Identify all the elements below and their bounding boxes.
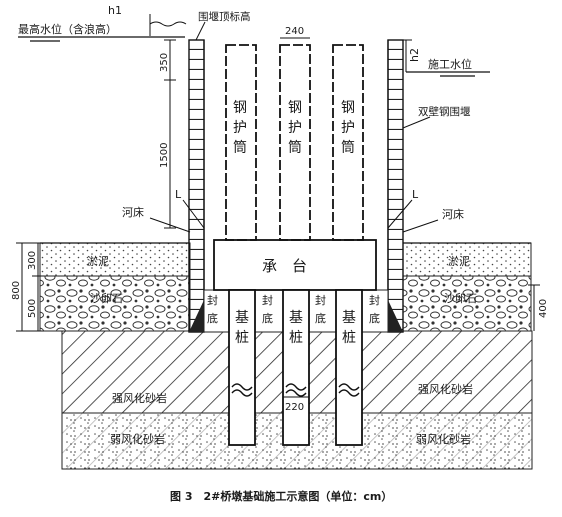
seal-3-char-1: 封 [315,293,326,307]
seal-4-char-2: 底 [369,311,380,325]
casing-left-char-1: 钢 [233,100,247,116]
gravel-layer-right [402,275,532,332]
gravel-layer-left [39,275,191,332]
cofferdam-wall-right [387,39,404,333]
label-double-wall-cofferdam: 双壁钢围堰 [418,105,471,118]
casing-right-char-1: 钢 [341,100,355,116]
label-cap: 承 台 [262,257,307,275]
label-h1: h1 [108,4,122,17]
pile-right [335,289,363,446]
pile-middle [282,289,310,446]
silt-layer-right [402,242,532,277]
label-weak-weathered-left: 弱风化砂岩 [110,432,165,446]
label-h2: h2 [408,48,421,62]
figure-caption: 图 3 2#桥墩基础施工示意图（单位：cm） [170,489,392,503]
label-weak-weathered-right: 弱风化砂岩 [416,432,471,446]
dim-300: 300 [27,251,38,270]
casing-right [332,44,364,241]
pile-left-char-2: 桩 [235,329,249,346]
seal-4-char-1: 封 [369,293,380,307]
cofferdam-wall-left [188,39,205,333]
label-cofferdam-top: 围堰顶标高 [198,10,251,23]
dim-1500: 1500 [159,143,170,168]
dim-500: 500 [27,299,38,318]
pile-left-char-1: 基 [235,309,249,326]
label-construction-water-level: 施工水位 [428,57,472,71]
label-max-water-level: 最高水位（含浪高） [18,22,117,36]
dim-240: 240 [285,26,304,37]
casing-middle-char-2: 护 [288,120,302,136]
dim-220: 220 [285,402,304,413]
pile-middle-char-2: 桩 [289,329,303,346]
label-L-right: L [412,188,419,201]
label-L-left: L [175,188,182,201]
label-riverbed-left: 河床 [122,205,144,219]
casing-middle-char-1: 钢 [288,100,302,116]
casing-middle-char-3: 筒 [288,139,302,156]
seal-2-char-2: 底 [262,311,273,325]
dim-350: 350 [159,53,170,72]
label-silt-right: 淤泥 [448,255,470,268]
seal-3-char-2: 底 [315,311,326,325]
dim-800: 800 [11,281,22,300]
pile-left [228,289,256,446]
casing-left-char-3: 筒 [233,139,247,156]
pile-right-char-1: 基 [342,309,356,326]
pile-middle-char-1: 基 [289,309,303,326]
label-gravel-left: 沙卵石 [90,292,123,305]
casing-right-char-2: 护 [341,120,355,136]
label-strong-weathered-right: 强风化砂岩 [418,382,473,396]
pile-right-char-2: 桩 [342,329,356,346]
casing-left-char-2: 护 [233,120,247,136]
label-riverbed-right: 河床 [442,207,464,221]
casing-left [225,44,257,241]
seal-1-char-1: 封 [207,293,218,307]
dim-400: 400 [538,299,549,318]
seal-2-char-1: 封 [262,293,273,307]
seal-1-char-2: 底 [207,311,218,325]
silt-layer-left [39,242,191,277]
label-gravel-right: 沙卵石 [444,292,477,305]
casing-right-char-3: 筒 [341,139,355,156]
label-strong-weathered-left: 强风化砂岩 [112,391,167,405]
label-silt-left: 淤泥 [87,255,109,268]
casing-middle [279,44,311,241]
